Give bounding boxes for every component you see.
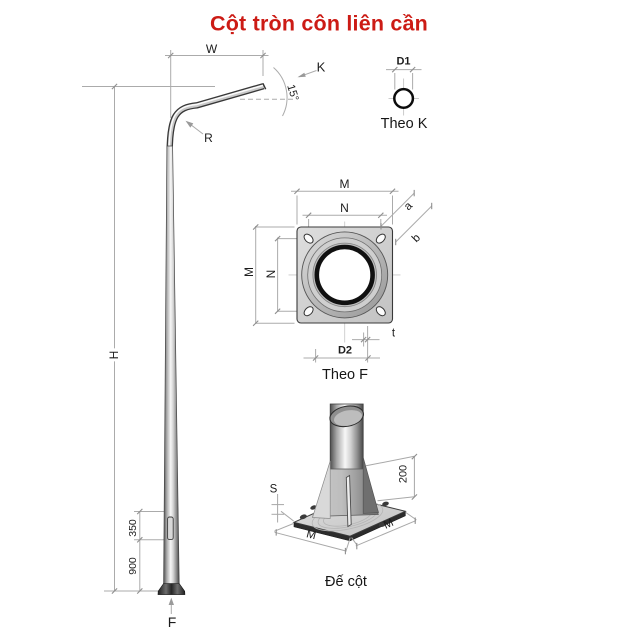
door-height-dim: 350 bbox=[126, 518, 139, 537]
gusset-height-dim: 200 bbox=[397, 464, 409, 483]
plate-side-left-label: M bbox=[304, 528, 317, 543]
arm-width-dim-label: W bbox=[205, 41, 218, 56]
plate-thickness-label: S bbox=[269, 482, 278, 495]
thickness-dim-label: t bbox=[391, 326, 396, 339]
bend-radius-label: R bbox=[204, 131, 213, 145]
tip-dim-label: K bbox=[316, 59, 326, 74]
plate-width-top-label: M bbox=[339, 177, 350, 191]
d2-dim-label: D2 bbox=[337, 344, 353, 356]
page-title: Cột tròn côn liên cần bbox=[209, 11, 429, 36]
d1-dim-label: D1 bbox=[396, 55, 411, 68]
detail-base-caption: Đế cột bbox=[325, 573, 367, 590]
plate-width-left-label: M bbox=[242, 267, 256, 277]
bolt-spacing-left-label: N bbox=[264, 269, 279, 278]
detail-f-caption: Theo F bbox=[322, 366, 368, 383]
pole-height-label: H bbox=[107, 348, 121, 362]
detail-k-caption: Theo K bbox=[380, 115, 428, 132]
bolt-spacing-top-label: N bbox=[340, 201, 349, 215]
base-flange-label: F bbox=[167, 614, 177, 630]
door-base-dim: 900 bbox=[126, 556, 139, 575]
